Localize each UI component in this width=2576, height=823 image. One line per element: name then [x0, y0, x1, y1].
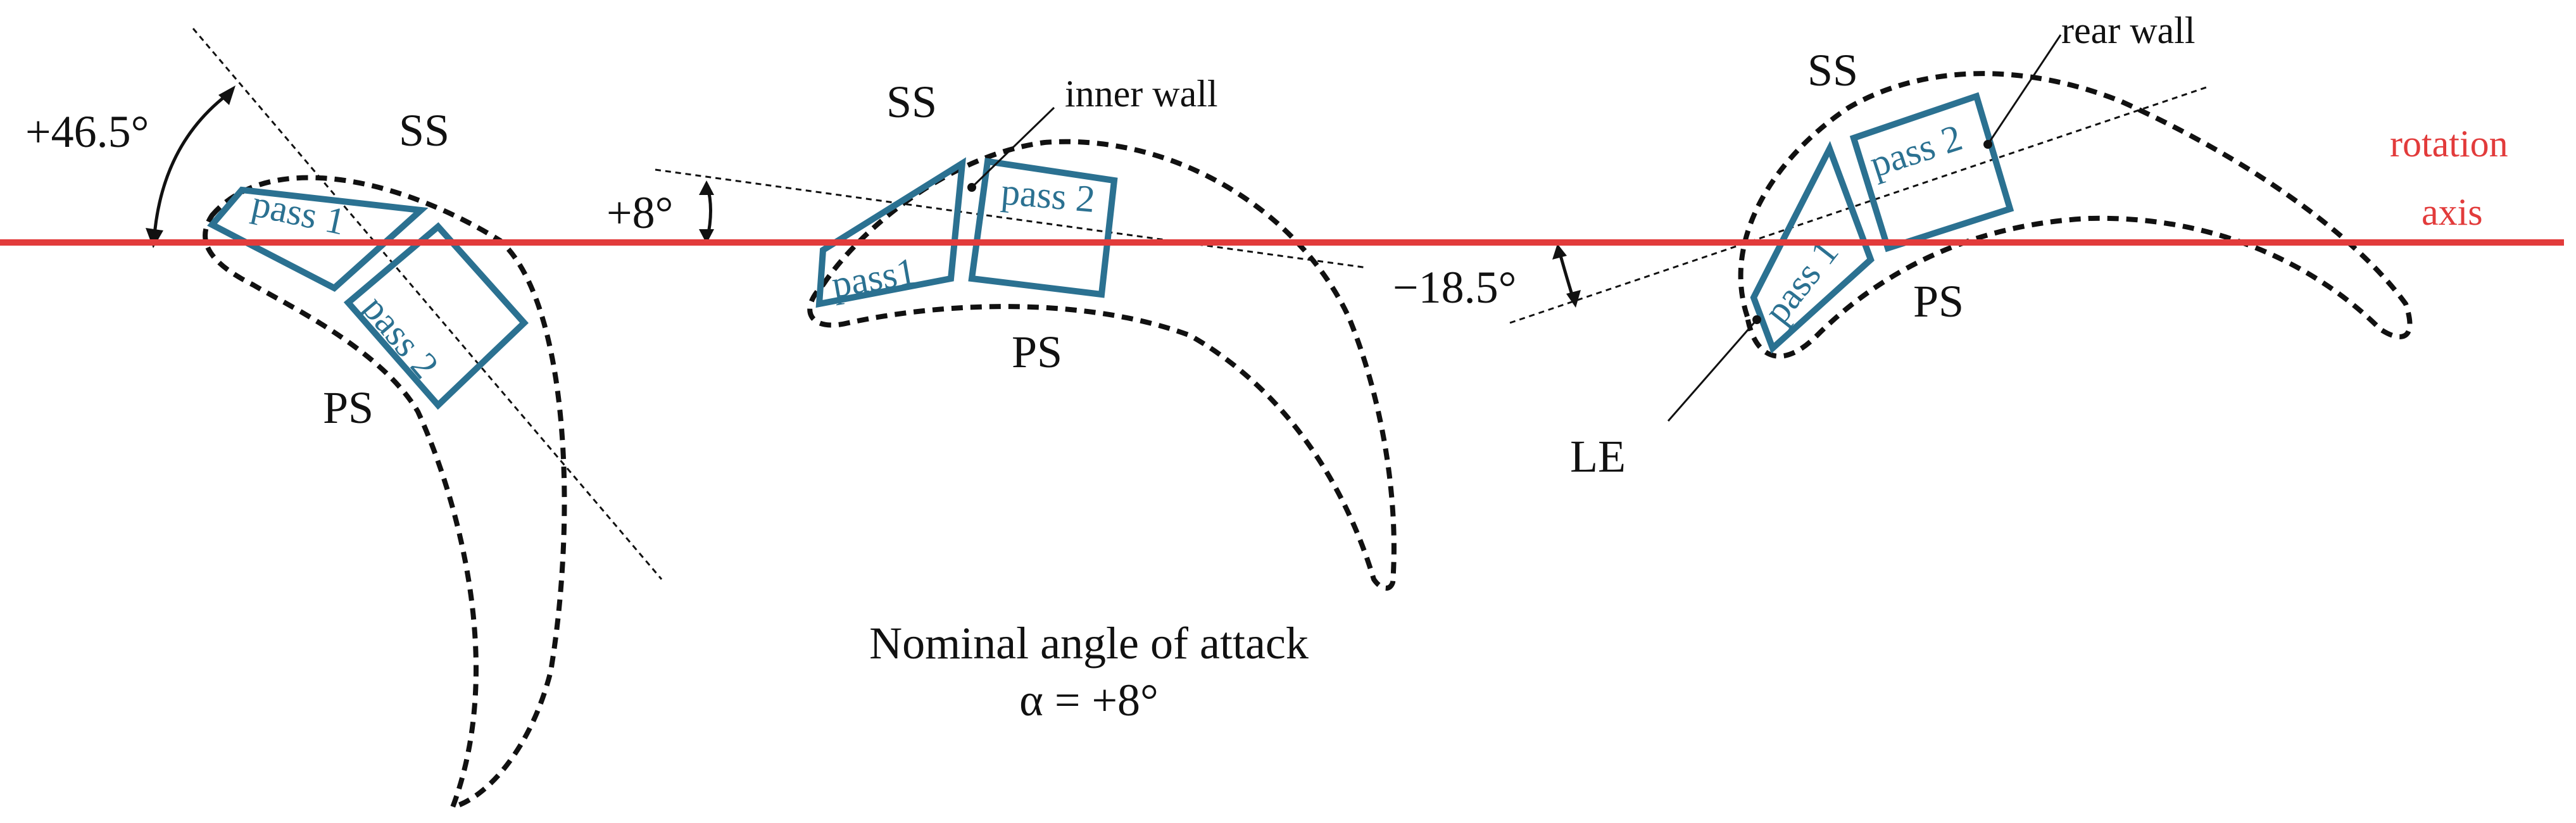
- middle-angle-label: +8°: [606, 187, 673, 238]
- caption-line2: α = +8°: [1019, 675, 1159, 726]
- caption-line1: Nominal angle of attack: [869, 618, 1309, 669]
- right-leading-edge-marker: [1752, 315, 1761, 324]
- middle-airfoil-outline: [807, 139, 1397, 591]
- right-rear-wall-label: rear wall: [2061, 9, 2196, 51]
- left-chord-line: [192, 28, 663, 580]
- middle-chord-line: [655, 168, 1368, 269]
- right-pass1-outline: [1750, 141, 1875, 354]
- middle-inner-wall-marker: [967, 183, 976, 192]
- right-pass1-label: pass 1: [1756, 231, 1846, 331]
- right-rear-wall-leader: [1987, 34, 2062, 145]
- left-angle-label: +46.5°: [25, 106, 149, 157]
- left-blade-configuration: +46.5° SS PS pass 1 pass 2: [25, 28, 663, 810]
- middle-inner-wall-leader: [971, 106, 1055, 189]
- left-suction-side-label: SS: [399, 105, 449, 156]
- right-suction-side-label: SS: [1807, 45, 1858, 96]
- left-angle-arrowhead-top: [218, 85, 236, 105]
- right-airfoil-outline: [1738, 71, 2413, 359]
- middle-pass1-outline: [815, 157, 966, 308]
- right-rear-wall-marker: [1983, 140, 1992, 149]
- rotation-axis-label-line2: axis: [2422, 191, 2483, 233]
- left-pass2-outline: [343, 222, 529, 410]
- right-angle-arrowhead-top: [1552, 244, 1567, 260]
- left-angle-arrowhead-bottom: [146, 228, 163, 248]
- middle-pass2-label: pass 2: [1000, 170, 1097, 220]
- right-leading-edge-label: LE: [1570, 431, 1626, 482]
- right-pressure-side-label: PS: [1913, 276, 1964, 327]
- middle-pass1-label: pass1: [829, 250, 919, 306]
- rotation-axis-label-line1: rotation: [2390, 123, 2508, 165]
- middle-blade-configuration: +8° SS PS pass1 pass 2 inner wall: [606, 73, 1397, 591]
- left-pressure-side-label: PS: [323, 382, 374, 433]
- middle-angle-arrowhead-bottom: [699, 229, 714, 244]
- right-chord-line: [1509, 86, 2207, 324]
- middle-suction-side-label: SS: [886, 77, 937, 127]
- left-pass1-label: pass 1: [248, 182, 349, 242]
- left-pass2-label: pass 2: [355, 287, 447, 386]
- right-pass2-outline: [1849, 92, 2014, 253]
- middle-angle-arrowhead-top: [699, 180, 714, 195]
- right-angle-arrowhead-bottom: [1566, 290, 1581, 308]
- right-angle-label: −18.5°: [1393, 262, 1516, 313]
- middle-inner-wall-label: inner wall: [1065, 73, 1218, 115]
- left-angle-arc: [152, 90, 232, 243]
- right-leading-edge-leader: [1667, 319, 1758, 422]
- left-airfoil-outline: [203, 175, 567, 810]
- left-pass1-outline: [207, 186, 429, 292]
- middle-pressure-side-label: PS: [1012, 327, 1062, 377]
